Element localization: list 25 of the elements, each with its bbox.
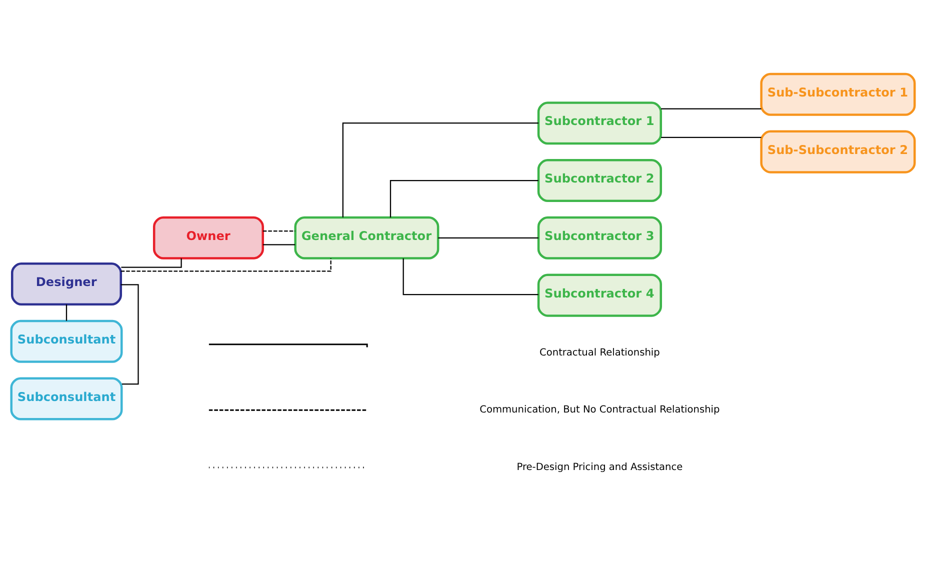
legend-label: Communication, But No Contractual Relationship (480, 404, 720, 416)
connector (342, 122, 539, 218)
node-box: Subcontractor 4 (537, 274, 662, 317)
node-box: Sub-Subcontractor 1 (760, 72, 916, 116)
node-box: Subcontractor 2 (537, 158, 662, 202)
legend-label: Contractual Relationship (540, 347, 660, 358)
node-box: Subcontractor 1 (537, 102, 662, 145)
connector (262, 230, 296, 232)
connector (661, 108, 762, 110)
connector (402, 258, 538, 296)
connector (390, 180, 538, 218)
node-box: Sub-Subcontractor 2 (760, 130, 916, 174)
node-box: Designer (10, 262, 122, 306)
node-box: Owner (152, 216, 264, 260)
node-box: Subconsultant (10, 320, 123, 363)
connector (438, 237, 538, 238)
connector (66, 304, 68, 321)
legend-label: Pre-Design Pricing and Assistance (516, 462, 683, 474)
connector (262, 244, 296, 246)
connector (120, 284, 139, 385)
connector (661, 136, 762, 138)
node-box: Subconsultant (10, 377, 123, 420)
node-box: Subcontractor 3 (537, 216, 662, 260)
node-box: General Contractor (294, 216, 440, 260)
connector (121, 258, 182, 268)
